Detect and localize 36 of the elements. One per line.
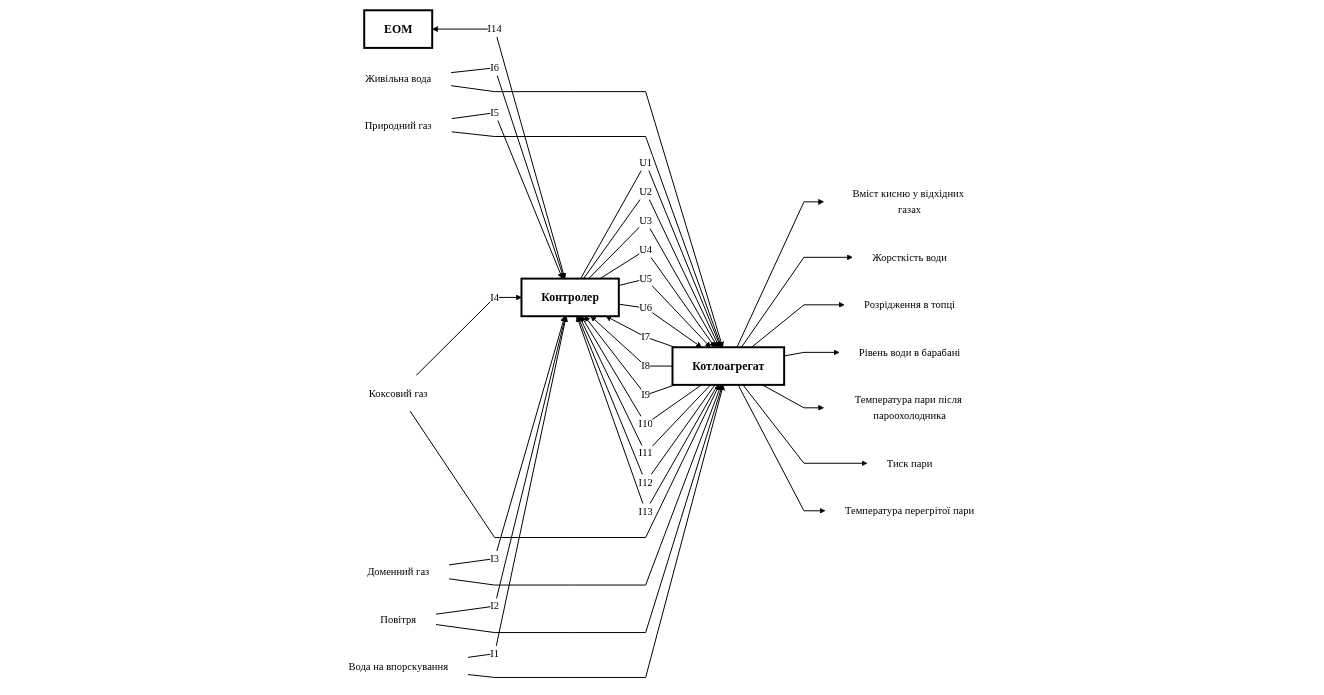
node-text: Рівень води в барабані [858, 346, 961, 358]
edge-label: I2 [490, 600, 500, 612]
edge-label: U4 [639, 243, 653, 256]
edge-label: I1 [490, 647, 500, 659]
edge-label: I13 [638, 505, 653, 517]
edge-label: I6 [490, 61, 500, 74]
node-text: Живільна вода [365, 72, 432, 84]
edge-label: U5 [639, 272, 653, 285]
node-text: Доменний газ [367, 565, 430, 578]
edge-label: U3 [639, 214, 653, 227]
node-text: Температура пари після пароохолодника [854, 393, 962, 422]
node-text: Тиск пари [886, 457, 933, 469]
edge-label: U6 [639, 302, 653, 314]
node-text: Вода на впорскування [348, 660, 448, 673]
node-text: Вміст кисню у відхідних газах [852, 188, 965, 216]
node-text: Повітря [380, 613, 417, 625]
edge-label: I9 [641, 389, 651, 401]
edge-label: I5 [490, 106, 500, 119]
node-box: Котлоагрегат [671, 346, 786, 386]
edge-label: I7 [641, 331, 651, 343]
edge-label: I12 [638, 476, 653, 488]
node-text: Розрідження в топці [864, 298, 956, 311]
edge-label: U1 [639, 156, 653, 169]
edge-label: I14 [487, 23, 502, 35]
node-box: ЕОМ [363, 9, 434, 49]
node-box: Контролер [520, 277, 620, 318]
edge-label: I8 [641, 360, 651, 372]
node-text: Температура перегрітої пари [844, 504, 975, 517]
edge-label: I3 [490, 552, 500, 564]
edge-label: U2 [639, 185, 653, 198]
edge-label: I11 [638, 447, 653, 459]
edge-label: I4 [490, 291, 500, 303]
node-text: Коксовий газ [368, 387, 428, 399]
node-text: Природний газ [364, 120, 432, 132]
edge-label: I10 [638, 418, 653, 430]
node-text: Жорсткість води [872, 251, 947, 263]
